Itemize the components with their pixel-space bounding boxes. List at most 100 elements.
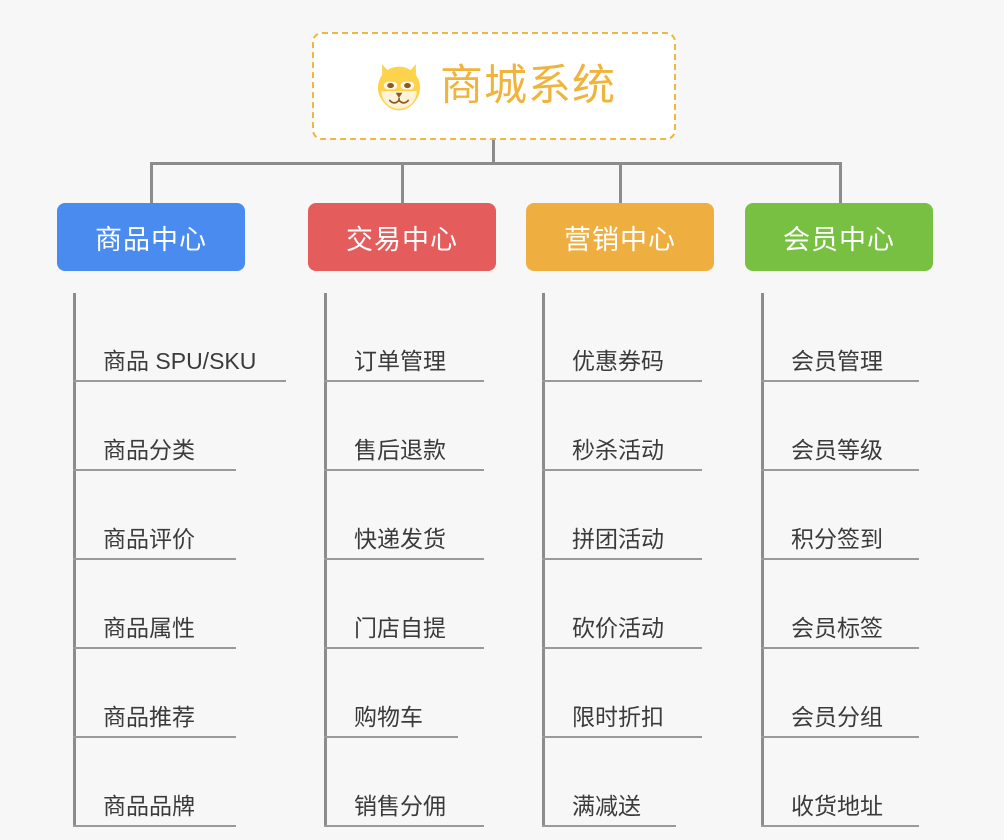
leaf-item[interactable]: 拼团活动 <box>542 471 714 560</box>
leaf-label: 收货地址 <box>791 792 883 819</box>
leaf-rule <box>542 469 702 471</box>
dog-face-icon <box>377 64 421 111</box>
leaf-list-member-center: 会员管理 会员等级 积分签到 会员标签 会员分组 收货地址 <box>745 293 933 827</box>
column-member-center: 会员中心 会员管理 会员等级 积分签到 会员标签 会员分组 <box>745 203 933 827</box>
leaf-item[interactable]: 收货地址 <box>761 738 933 827</box>
connector-root-stem <box>492 140 495 165</box>
leaf-item[interactable]: 商品推荐 <box>73 649 256 738</box>
leaf-label: 商品分类 <box>103 436 195 463</box>
leaf-item[interactable]: 门店自提 <box>324 560 496 649</box>
leaf-spine <box>542 293 545 827</box>
leaf-item[interactable]: 会员标签 <box>761 560 933 649</box>
leaf-item[interactable]: 优惠券码 <box>542 293 714 382</box>
leaf-item[interactable]: 商品品牌 <box>73 738 256 827</box>
leaf-item[interactable]: 会员管理 <box>761 293 933 382</box>
leaf-rule <box>324 469 484 471</box>
leaf-list-product-center: 商品 SPU/SKU 商品分类 商品评价 商品属性 商品推荐 商品品牌 <box>57 293 286 827</box>
leaf-label: 砍价活动 <box>572 614 664 641</box>
leaf-rule <box>73 736 236 738</box>
leaf-item[interactable]: 商品 SPU/SKU <box>73 293 286 382</box>
leaf-rule <box>73 647 236 649</box>
leaf-rule <box>761 647 919 649</box>
leaf-rule <box>542 558 702 560</box>
category-header-marketing-center[interactable]: 营销中心 <box>526 203 714 271</box>
leaf-rule <box>73 825 236 827</box>
leaf-rule <box>542 825 676 827</box>
leaf-item[interactable]: 会员等级 <box>761 382 933 471</box>
leaf-rule <box>761 380 919 382</box>
leaf-spine <box>761 293 764 827</box>
leaf-item[interactable]: 会员分组 <box>761 649 933 738</box>
leaf-list-marketing-center: 优惠券码 秒杀活动 拼团活动 砍价活动 限时折扣 满减送 <box>526 293 714 827</box>
leaf-rule <box>761 825 919 827</box>
leaf-label: 商品评价 <box>103 525 195 552</box>
leaf-label: 满减送 <box>572 792 641 819</box>
leaf-item[interactable]: 订单管理 <box>324 293 496 382</box>
leaf-rule <box>73 380 286 382</box>
leaf-item[interactable]: 满减送 <box>542 738 714 827</box>
leaf-rule <box>542 647 702 649</box>
category-header-label: 会员中心 <box>783 224 895 255</box>
connector-drop-4 <box>839 162 842 204</box>
category-header-product-center[interactable]: 商品中心 <box>57 203 245 271</box>
leaf-spine <box>324 293 327 827</box>
leaf-label: 会员等级 <box>791 436 883 463</box>
leaf-rule <box>761 469 919 471</box>
column-product-center: 商品中心 商品 SPU/SKU 商品分类 商品评价 商品属性 商品推荐 <box>57 203 286 827</box>
category-header-label: 商品中心 <box>95 224 207 255</box>
leaf-list-trade-center: 订单管理 售后退款 快递发货 门店自提 购物车 销售分佣 <box>308 293 496 827</box>
leaf-rule <box>324 558 484 560</box>
leaf-label: 商品 SPU/SKU <box>103 347 257 374</box>
leaf-item[interactable]: 秒杀活动 <box>542 382 714 471</box>
leaf-label: 售后退款 <box>354 436 446 463</box>
leaf-item[interactable]: 购物车 <box>324 649 496 738</box>
leaf-label: 商品推荐 <box>103 703 195 730</box>
category-header-label: 营销中心 <box>564 224 676 255</box>
leaf-item[interactable]: 售后退款 <box>324 382 496 471</box>
category-header-member-center[interactable]: 会员中心 <box>745 203 933 271</box>
leaf-rule <box>73 469 236 471</box>
leaf-rule <box>73 558 236 560</box>
leaf-label: 会员标签 <box>791 614 883 641</box>
leaf-item[interactable]: 砍价活动 <box>542 560 714 649</box>
category-header-label: 交易中心 <box>346 224 458 255</box>
leaf-label: 积分签到 <box>791 525 883 552</box>
connector-horizontal-bus <box>150 162 842 165</box>
leaf-label: 优惠券码 <box>572 347 664 374</box>
leaf-label: 拼团活动 <box>572 525 664 552</box>
leaf-rule <box>324 825 484 827</box>
leaf-rule <box>324 647 484 649</box>
connector-drop-1 <box>150 162 153 204</box>
connector-drop-3 <box>619 162 622 204</box>
root-title: 商城系统 <box>440 61 616 110</box>
leaf-item[interactable]: 销售分佣 <box>324 738 496 827</box>
leaf-label: 订单管理 <box>354 347 446 374</box>
leaf-label: 限时折扣 <box>572 703 664 730</box>
leaf-label: 会员管理 <box>791 347 883 374</box>
leaf-item[interactable]: 快递发货 <box>324 471 496 560</box>
leaf-label: 秒杀活动 <box>572 436 664 463</box>
leaf-label: 会员分组 <box>791 703 883 730</box>
leaf-label: 销售分佣 <box>354 792 446 819</box>
leaf-label: 购物车 <box>354 703 423 730</box>
root-node[interactable]: 商城系统 <box>312 32 676 140</box>
leaf-rule <box>542 380 702 382</box>
leaf-label: 商品属性 <box>103 614 195 641</box>
leaf-label: 门店自提 <box>354 614 446 641</box>
leaf-item[interactable]: 限时折扣 <box>542 649 714 738</box>
leaf-item[interactable]: 商品评价 <box>73 471 256 560</box>
leaf-item[interactable]: 商品属性 <box>73 560 256 649</box>
leaf-label: 商品品牌 <box>103 792 195 819</box>
leaf-rule <box>324 380 484 382</box>
leaf-item[interactable]: 商品分类 <box>73 382 256 471</box>
connector-drop-2 <box>401 162 404 204</box>
category-header-trade-center[interactable]: 交易中心 <box>308 203 496 271</box>
leaf-rule <box>761 558 919 560</box>
column-trade-center: 交易中心 订单管理 售后退款 快递发货 门店自提 购物车 <box>308 203 496 827</box>
leaf-item[interactable]: 积分签到 <box>761 471 933 560</box>
column-marketing-center: 营销中心 优惠券码 秒杀活动 拼团活动 砍价活动 限时折扣 <box>526 203 714 827</box>
leaf-rule <box>761 736 919 738</box>
leaf-spine <box>73 293 76 827</box>
leaf-label: 快递发货 <box>354 525 446 552</box>
